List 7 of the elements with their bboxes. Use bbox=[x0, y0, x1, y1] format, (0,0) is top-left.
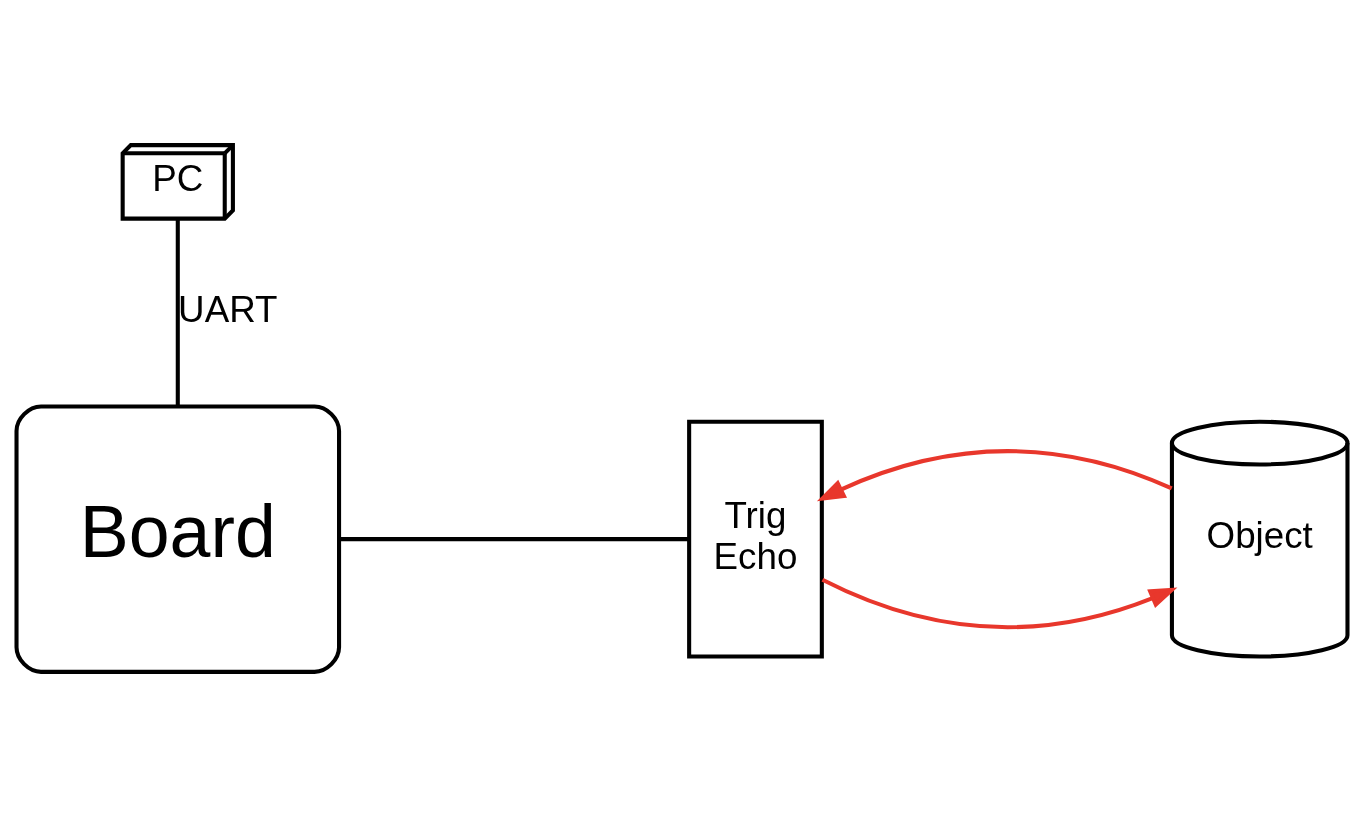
node-box: Board bbox=[14, 404, 342, 674]
edge-label: UART bbox=[178, 288, 278, 330]
arrow bbox=[816, 449, 1173, 502]
arrow bbox=[821, 577, 1178, 630]
connector bbox=[339, 537, 689, 542]
connector bbox=[175, 219, 180, 406]
node-box: Trig Echo bbox=[687, 419, 824, 659]
